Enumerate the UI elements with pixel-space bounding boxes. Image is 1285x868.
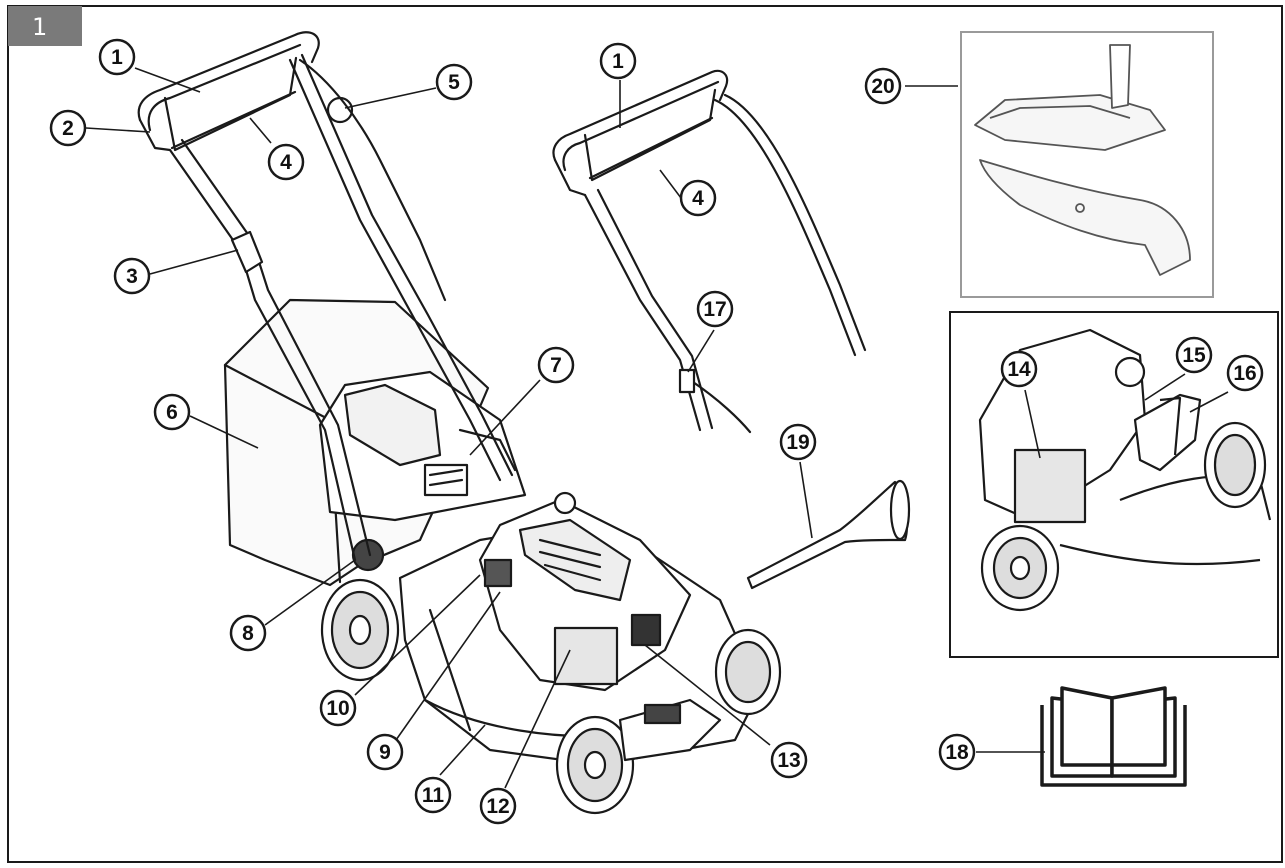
callout-label: 14 — [1007, 358, 1031, 381]
callout-label: 13 — [777, 749, 800, 772]
callout-label: 16 — [1233, 362, 1256, 385]
callout-label: 4 — [280, 151, 292, 174]
callout-circle — [770, 741, 808, 779]
callout-circle — [366, 733, 404, 771]
callout-c8: 8 — [229, 614, 267, 652]
callout-label: 3 — [126, 265, 138, 288]
callout-c4b: 4 — [679, 179, 717, 217]
callout-circle — [864, 67, 902, 105]
callout-c14: 14 — [1000, 350, 1038, 388]
callout-c5: 5 — [435, 63, 473, 101]
callout-circle — [1226, 354, 1264, 392]
callout-circle — [49, 109, 87, 147]
callout-c9: 9 — [366, 733, 404, 771]
figure-number-tab — [8, 6, 82, 46]
callout-c18: 18 — [938, 733, 976, 771]
callout-label: 9 — [379, 741, 391, 764]
callout-circle — [479, 787, 517, 825]
callout-label: 5 — [448, 71, 460, 94]
leader-lines — [85, 67, 1229, 789]
callout-c20: 20 — [864, 67, 902, 105]
callout-circle — [779, 423, 817, 461]
callout-c10: 10 — [319, 689, 357, 727]
callout-circle — [435, 63, 473, 101]
callout-label: 4 — [692, 187, 704, 210]
callout-c19: 19 — [779, 423, 817, 461]
callout-c1b: 1 — [599, 42, 637, 80]
callout-label: 15 — [1182, 344, 1206, 367]
callout-circle — [319, 689, 357, 727]
callout-circle — [267, 143, 305, 181]
callout-c1a: 1 — [98, 38, 136, 76]
callout-circle — [938, 733, 976, 771]
callout-circle — [98, 38, 136, 76]
callout-label: 7 — [550, 354, 562, 377]
callout-label: 6 — [166, 401, 178, 424]
callout-circle — [537, 346, 575, 384]
manual-book-icon — [1040, 686, 1187, 787]
figure-number: 1 — [32, 13, 47, 41]
callout-label: 1 — [612, 50, 624, 73]
callout-label: 8 — [242, 622, 254, 645]
figure-frame — [7, 5, 1283, 863]
mulch-plug-and-blade-illustration — [974, 44, 1191, 276]
callout-c12: 12 — [479, 787, 517, 825]
callout-c13: 13 — [770, 741, 808, 779]
callout-c7: 7 — [537, 346, 575, 384]
callout-circle — [414, 776, 452, 814]
callout-label: 17 — [703, 298, 726, 321]
callout-label: 12 — [486, 795, 509, 818]
callout-circle — [229, 614, 267, 652]
callout-circle — [1000, 350, 1038, 388]
callout-c17: 17 — [696, 290, 734, 328]
handle-detail-illustration — [552, 69, 867, 434]
callout-label: 10 — [326, 697, 349, 720]
callout-c16: 16 — [1226, 354, 1264, 392]
callout-label: 1 — [111, 46, 123, 69]
callout-circle — [679, 179, 717, 217]
callout-label: 11 — [422, 784, 445, 807]
lawn-mower-illustration — [137, 31, 782, 815]
callout-circle — [153, 393, 191, 431]
callout-label: 20 — [871, 75, 894, 98]
callout-c4a: 4 — [267, 143, 305, 181]
callout-label: 19 — [786, 431, 809, 454]
callout-circle — [696, 290, 734, 328]
callout-c2: 2 — [49, 109, 87, 147]
callout-label: 2 — [62, 117, 74, 140]
callout-circle — [599, 42, 637, 80]
callout-c6: 6 — [153, 393, 191, 431]
callout-label: 18 — [945, 741, 969, 764]
callout-c11: 11 — [414, 776, 452, 814]
oil-funnel-illustration — [746, 479, 911, 590]
callout-c15: 15 — [1175, 336, 1213, 374]
callout-circle — [113, 257, 151, 295]
callout-c3: 3 — [113, 257, 151, 295]
callout-circle — [1175, 336, 1213, 374]
